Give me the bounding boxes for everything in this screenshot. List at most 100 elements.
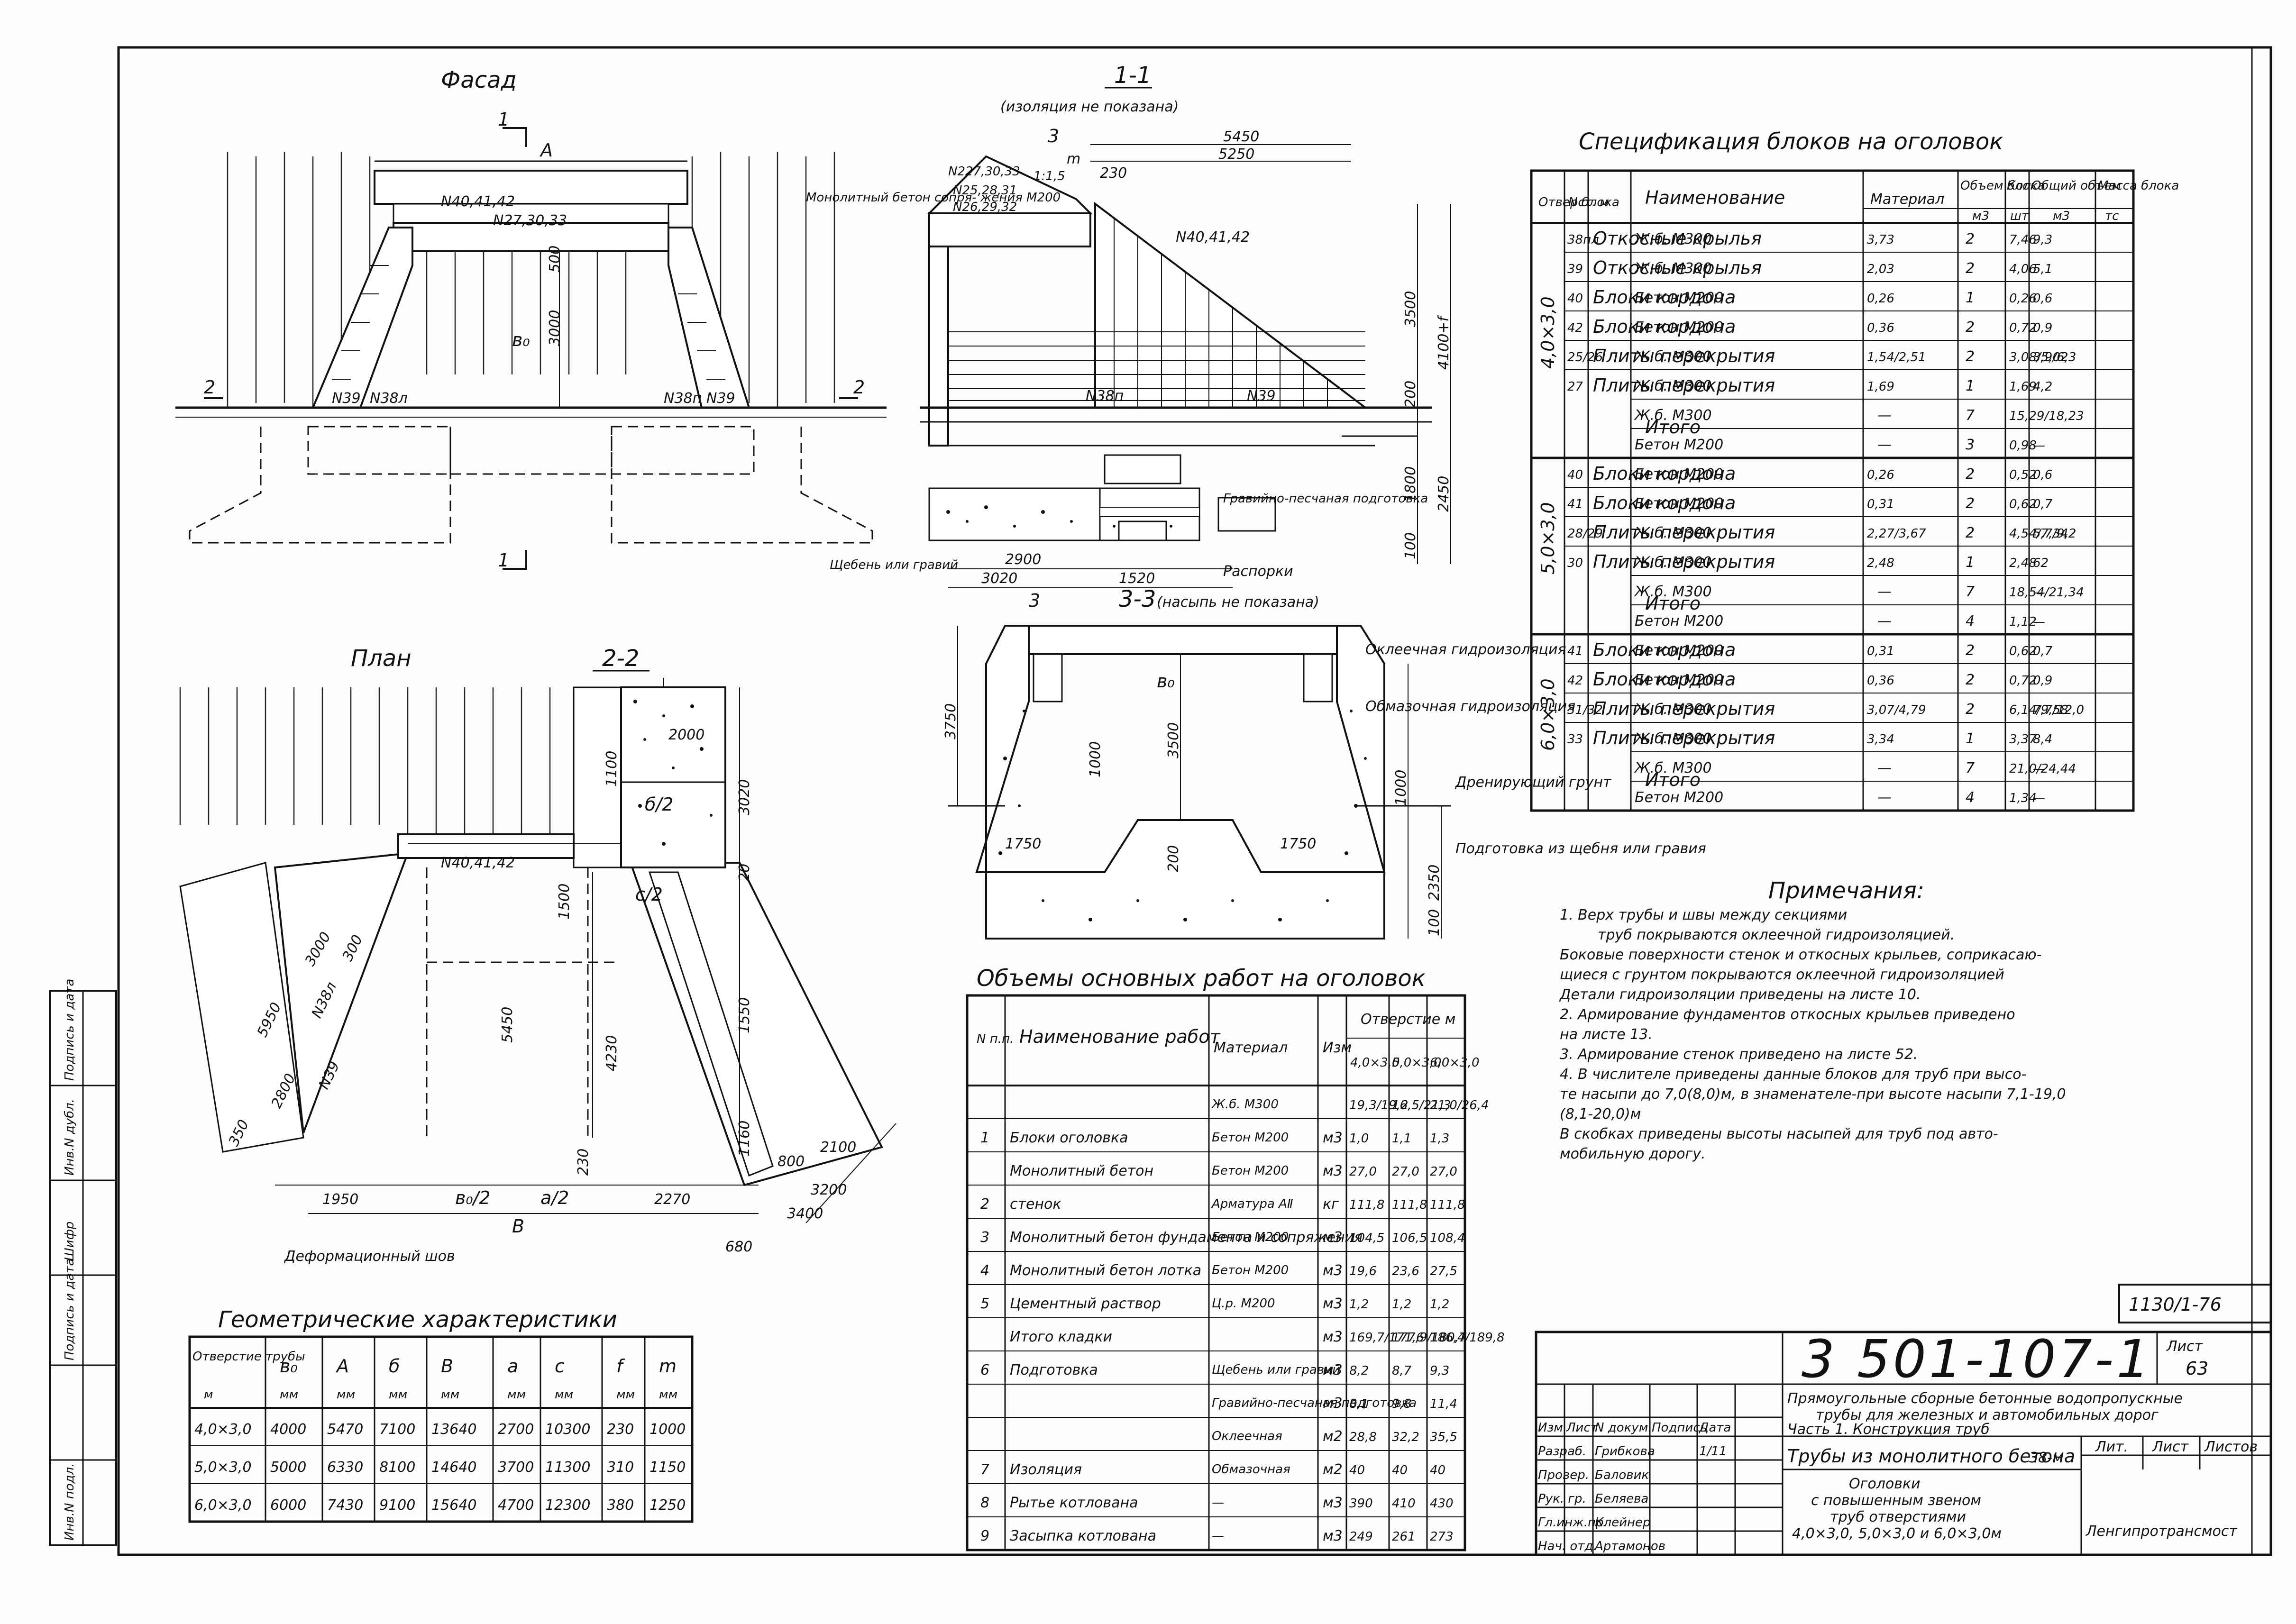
note-line: 4. В числителе приведены данные блоков д…	[1560, 1066, 2026, 1083]
spec-total-label: Итого	[1645, 769, 1701, 790]
geometry-cell: 5000	[270, 1459, 306, 1476]
works-row-name: Изоляция	[1010, 1461, 1082, 1478]
works-row-value: 1,3	[1430, 1131, 1449, 1146]
spec-table-title: Спецификация блоков на оголовок	[1579, 128, 2003, 155]
title-block-name: Клейнер	[1595, 1515, 1650, 1530]
facade-dim-500: 500	[547, 246, 563, 273]
subject-title: Трубы из монолитного бетона	[1787, 1446, 2075, 1467]
section-3-3-dim-1750b: 1750	[1280, 836, 1316, 852]
section-3-3-title: 3-3	[1119, 586, 1156, 612]
spec-total-material: Бетон М200	[1635, 789, 1723, 806]
spec-row-total: 3,08/5,02	[2009, 350, 2068, 365]
spec-row-num: 41	[1567, 497, 1583, 511]
works-row-material: Гравийно-песчаная подготовка	[1212, 1396, 1417, 1410]
geometry-cell: 7100	[379, 1421, 415, 1438]
geometry-cell: 6,0×3,0	[194, 1497, 252, 1514]
facade-n38p: N38п	[664, 390, 702, 407]
heads-title-4: 4,0×3,0, 5,0×3,0 и 6,0×3,0м	[1792, 1525, 2002, 1542]
plan-dim-1500: 1500	[556, 884, 573, 920]
spec-row-name: Блоки кордона	[1593, 639, 1736, 660]
spec-row-name: Плиты перекрытия	[1593, 698, 1775, 719]
section-1-1-struts: Распорки	[1223, 563, 1293, 580]
list-label: Лист	[2152, 1439, 2189, 1455]
facade-b0: в₀	[512, 329, 530, 350]
geometry-cell: 310	[607, 1459, 634, 1476]
section-3-3-coat-insul: Обмазочная гидроизоляция	[1365, 698, 1575, 715]
section-1-1-dim-2900: 2900	[1005, 551, 1041, 568]
section-1-1-title: 1-1	[1114, 62, 1151, 89]
sheet-label: Лист	[2166, 1338, 2204, 1355]
works-row-value: 111,8	[1349, 1198, 1384, 1212]
spec-row-qty: 2	[1966, 231, 1975, 247]
spec-row-total: 0,72	[2009, 321, 2037, 335]
spec-row-material: Бетон М200	[1635, 466, 1723, 483]
spec-total-mass: —	[2033, 438, 2045, 453]
title-block-role: Нач. отд.	[1538, 1539, 1597, 1553]
spec-row-total: 0,26	[2009, 292, 2037, 306]
spec-row-name: Плиты перекрытия	[1593, 551, 1775, 572]
works-row-value: 8,2	[1349, 1364, 1369, 1378]
works-row-unit: м3	[1323, 1395, 1343, 1412]
spec-row-total: 0,72	[2009, 674, 2037, 688]
spec-row-num: 40	[1567, 468, 1583, 482]
spec-row-total: 1,69	[2009, 380, 2037, 394]
spec-row-qty: 2	[1966, 466, 1975, 483]
spec-header-qty: Кол	[2007, 179, 2031, 193]
section-1-1-slope: 1:1,5	[1034, 169, 1065, 183]
plan-B: B	[512, 1216, 524, 1237]
spec-group-opening: 6,0×3,0	[1537, 678, 1558, 751]
note-line: те насыпи до 7,0(8,0)м, в знаменателе-пр…	[1560, 1086, 2066, 1103]
plan-title: План	[351, 645, 412, 672]
works-row-value: 27,5	[1430, 1264, 1457, 1278]
spec-total-volume: —	[1877, 613, 1892, 630]
section-2-2-dim-20: 20	[736, 864, 753, 882]
section-1-1-view: 1-1 (изоляция не показана)	[806, 62, 1452, 588]
works-row-value: 249	[1349, 1530, 1373, 1544]
works-row-name: Монолитный бетон фундамента и сопряжения	[1010, 1229, 1363, 1246]
works-header-name: Наименование работ	[1019, 1026, 1221, 1047]
works-header-c3: 6,0×3,0	[1430, 1056, 1479, 1070]
works-table: Объемы основных работ на оголовок N п.п.…	[966, 965, 1505, 1551]
works-header-n: N п.п.	[977, 1032, 1014, 1046]
sheet-number: 63	[2186, 1358, 2208, 1379]
section-3-3-note: (насыпь не показана)	[1157, 594, 1319, 611]
geometry-cell: 4700	[498, 1497, 534, 1514]
section-1-1-dim-5450: 5450	[1223, 128, 1259, 145]
spec-row-num: 33	[1567, 732, 1583, 747]
spec-row-mass: 0,9	[2033, 321, 2052, 335]
spec-total-label: Итого	[1645, 593, 1701, 614]
spec-row-name: Плиты перекрытия	[1593, 522, 1775, 543]
spec-total-qty: 4	[1966, 613, 1975, 630]
works-row-value: 11,4	[1430, 1397, 1457, 1411]
geometry-cell: 8100	[379, 1459, 415, 1476]
title-block-column: Изм	[1538, 1421, 1563, 1435]
spec-row-qty: 2	[1966, 642, 1975, 659]
spec-row-name: Откосные крылья	[1593, 257, 1762, 278]
side-stamp: Подпись и дата Инв.N дубл. Подпись и дат…	[49, 979, 117, 1546]
geometry-unit: мм	[337, 1387, 355, 1402]
title-block-role: Разраб.	[1538, 1444, 1586, 1459]
geometry-cell: 3700	[498, 1459, 534, 1476]
plan-dim-4230: 4230	[604, 1035, 620, 1071]
spec-row-total: 3,37	[2009, 732, 2037, 747]
geometry-table-grid: Отверстие трубымв₀ммAммбммBммaммcммfммmм…	[188, 1335, 694, 1523]
works-row-value: 1,2	[1430, 1297, 1449, 1312]
note-line: Детали гидроизоляции приведены на листе …	[1559, 986, 1921, 1003]
spec-row-total: 4,54/7,34	[2009, 527, 2068, 541]
spec-header-volume: Объем блока	[1960, 179, 2045, 193]
works-table-border	[966, 994, 1466, 1551]
spec-total-label: Итого	[1645, 417, 1701, 438]
spec-total-total: 18,54/21,34	[2009, 585, 2084, 600]
works-row-name: Монолитный бетон лотка	[1010, 1262, 1201, 1279]
spec-row-mass: 0,7	[2033, 497, 2053, 511]
notes-title: Примечания:	[1768, 877, 1924, 904]
spec-header-total: Общий объем	[2031, 179, 2121, 193]
section-3-3-marker: 3	[1029, 590, 1040, 611]
section-1-1-dim-3020: 3020	[981, 570, 1017, 587]
works-row-n: 6	[980, 1362, 989, 1378]
section-1-1-marker-3: 3	[1048, 126, 1059, 146]
geometry-cell: 15640	[431, 1497, 476, 1514]
spec-row-mass: 8,4	[2033, 732, 2052, 747]
